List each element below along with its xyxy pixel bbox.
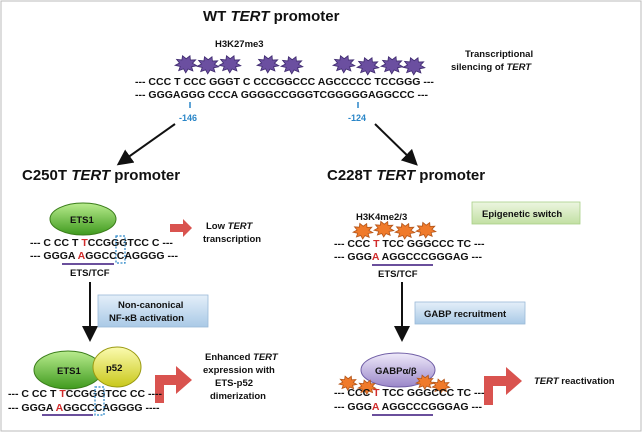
c228-seq-bottom: --- GGGA AGGCCCGGGAG --- — [334, 251, 482, 263]
c250-box-lower — [94, 386, 105, 416]
h3k27me3-mark — [255, 54, 280, 74]
h3k4me-mark — [357, 379, 377, 395]
h3k27me3-mark — [401, 56, 426, 76]
h3k4me-mark — [373, 220, 395, 238]
low-line2: transcription — [203, 234, 261, 245]
h3k27me3-mark — [279, 55, 304, 75]
h3k27me3-marks — [173, 54, 426, 76]
reactivation-label: TERT reactivation — [534, 376, 615, 387]
c228-site: ETS/TCF — [378, 269, 418, 280]
c228-seq-top: --- CCC T TCC GGGCCC TC --- — [334, 238, 485, 250]
ets1-lower-label: ETS1 — [57, 366, 81, 377]
h3k4-label: H3K4me2/3 — [356, 212, 407, 223]
pos-124: -124 — [348, 113, 366, 123]
h3k27me3-mark — [331, 54, 356, 74]
wt-title: WT TERT promoter — [203, 8, 340, 25]
c250-seq2-bottom: --- GGGA AGGCCCAGGGG ---- — [8, 402, 160, 414]
p52-label: p52 — [106, 363, 122, 374]
c228t-title: C228T TERT promoter — [327, 167, 485, 184]
gabp-box — [414, 301, 526, 325]
enh-line2: expression with — [203, 365, 275, 376]
c250-site: ETS/TCF — [70, 268, 110, 279]
arrow-to-c228t — [374, 123, 418, 166]
epigenetic-label: Epigenetic switch — [482, 209, 562, 220]
h3k27me3-mark — [217, 54, 242, 74]
nfkb-line2: NF-κB activation — [109, 313, 184, 324]
enh-line4: dimerization — [210, 391, 266, 402]
wt-seq-top: --- CCC T CCC GGGT C CCCGGCCC AGCCCCC TC… — [135, 76, 434, 88]
h3k4me-marks-lower — [338, 374, 451, 395]
c250-seq-bottom: --- GGGA AGGCCCAGGGG --- — [30, 250, 179, 262]
epigenetic-box — [471, 201, 581, 225]
enh-line1: Enhanced TERT — [205, 352, 279, 363]
enhanced-arrow — [155, 366, 192, 403]
nfkb-box — [97, 294, 209, 328]
h3k4me-mark — [415, 374, 435, 390]
arrow-to-c250t — [116, 123, 176, 166]
h3k4me-mark — [338, 375, 358, 391]
h3k27me3-mark — [195, 55, 220, 75]
h3k27me3-mark — [355, 56, 380, 76]
ets1-label: ETS1 — [70, 215, 94, 226]
c250t-title: C250T TERT promoter — [22, 167, 180, 184]
c250-seq-top: --- C CC T TCCGGGTCC C --- — [30, 237, 173, 249]
h3k4me-mark — [352, 222, 374, 240]
low-line1: Low TERT — [206, 221, 253, 232]
c250-seq2-top: --- C CC T TCCGGGTCC CC ---- — [8, 388, 162, 400]
h3k27me3-mark — [379, 55, 404, 75]
c250-box — [115, 235, 126, 264]
low-arrow — [170, 219, 192, 237]
p52-protein — [92, 346, 142, 388]
pos-146: -146 — [179, 113, 197, 123]
c228-seq2-bottom: --- GGGA AGGCCCGGGAG --- — [334, 401, 482, 413]
h3k27me3-mark — [173, 54, 198, 74]
c228-seq2-top: --- CCC T TCC GGGCCC TC --- — [334, 387, 485, 399]
h3k4me-mark — [431, 378, 451, 394]
gabp-recruit: GABP recruitment — [424, 309, 507, 320]
h3k4me-mark — [415, 221, 437, 239]
gabp-protein-label: GABPα/β — [375, 366, 417, 377]
gabp-protein — [360, 352, 436, 388]
nfkb-line1: Non-canonical — [118, 300, 183, 311]
h3k4me-marks — [352, 220, 437, 240]
ets1-protein — [49, 202, 117, 236]
wt-note-line2: silencing of TERT — [451, 62, 532, 73]
enh-line3: ETS-p52 — [215, 378, 253, 389]
reactivation-arrow — [484, 367, 522, 405]
wt-note-line1: Transcriptional — [465, 49, 533, 60]
h3k4me-mark — [394, 222, 416, 240]
h3k27me3-label: H3K27me3 — [215, 39, 264, 50]
wt-seq-bottom: --- GGGAGGG CCCA GGGGCCGGGTCGGGGGAGGCCC … — [135, 89, 429, 101]
